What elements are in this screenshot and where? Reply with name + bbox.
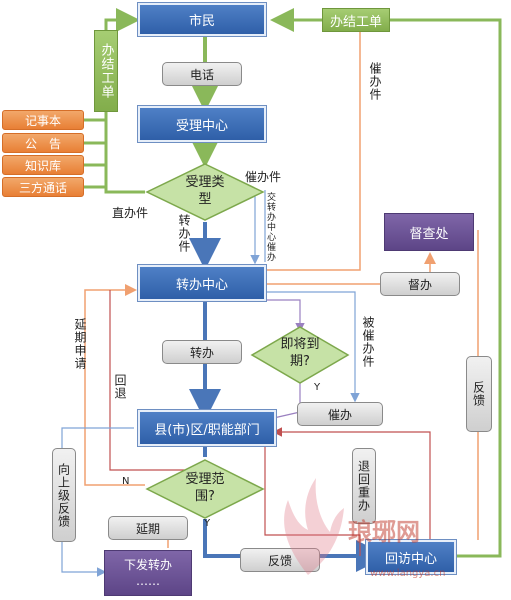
issue-transfer-node: 下发转办 ……	[104, 550, 192, 596]
knowledge-notebook: 记事本	[2, 110, 84, 130]
transfer-action: 转办	[162, 340, 242, 364]
transfer-center-node: 转办中心	[138, 265, 266, 301]
reception-center-node: 受理中心	[138, 106, 266, 142]
supervise-action: 督办	[380, 272, 460, 296]
label-urge-right: 催办件	[368, 62, 382, 101]
label-yes-due: Y	[314, 382, 321, 393]
callback-center-node: 回访中心	[366, 540, 456, 574]
watermark-name: 琅琊网	[348, 518, 420, 546]
label-transfer-item: 转办件	[177, 214, 191, 253]
label-extension-request: 延期申请	[73, 318, 87, 370]
label-urged-item: 被催办件	[361, 316, 375, 368]
return-retransfer-action: 退回重办	[352, 448, 376, 524]
county-department-node: 县(市)区/职能部门	[138, 410, 276, 446]
knowledge-base: 知识库	[2, 155, 84, 175]
feedback-action: 反馈	[240, 548, 320, 572]
extend-action: 延期	[108, 516, 188, 540]
supervision-office-node: 督查处	[384, 213, 474, 251]
report-upward-action: 向上级反馈	[52, 448, 76, 542]
urge-action: 催办	[297, 402, 383, 426]
label-urge-item: 催办件	[245, 170, 282, 184]
decision-due-soon-shape	[250, 326, 350, 384]
label-return: 回退	[113, 374, 127, 400]
label-yes-scope: Y	[204, 518, 211, 529]
finish-ticket-top: 办结工单	[322, 8, 390, 32]
feedback-vertical-action: 反馈	[466, 356, 492, 432]
citizen-node: 市民	[138, 3, 266, 36]
label-transfer-center-urge: 交转办中心催办	[265, 192, 275, 262]
finish-ticket-left: 办结工单	[94, 30, 118, 112]
label-no: N	[122, 476, 130, 487]
decision-accept-type-shape	[145, 163, 265, 221]
knowledge-announcement: 公 告	[2, 133, 84, 153]
decision-accept-scope: 受理范围?	[185, 472, 225, 504]
watermark-logo-icon	[284, 478, 344, 575]
decision-due-soon: 即将到期?	[280, 337, 320, 369]
decision-accept-scope-shape	[145, 459, 265, 519]
phone-node: 电话	[162, 62, 242, 86]
label-direct-item: 直办件	[112, 206, 149, 220]
watermark-url: www.langya.cn	[370, 568, 446, 579]
decision-accept-type: 受理类型	[185, 175, 225, 207]
knowledge-three-way-call: 三方通话	[2, 177, 84, 197]
